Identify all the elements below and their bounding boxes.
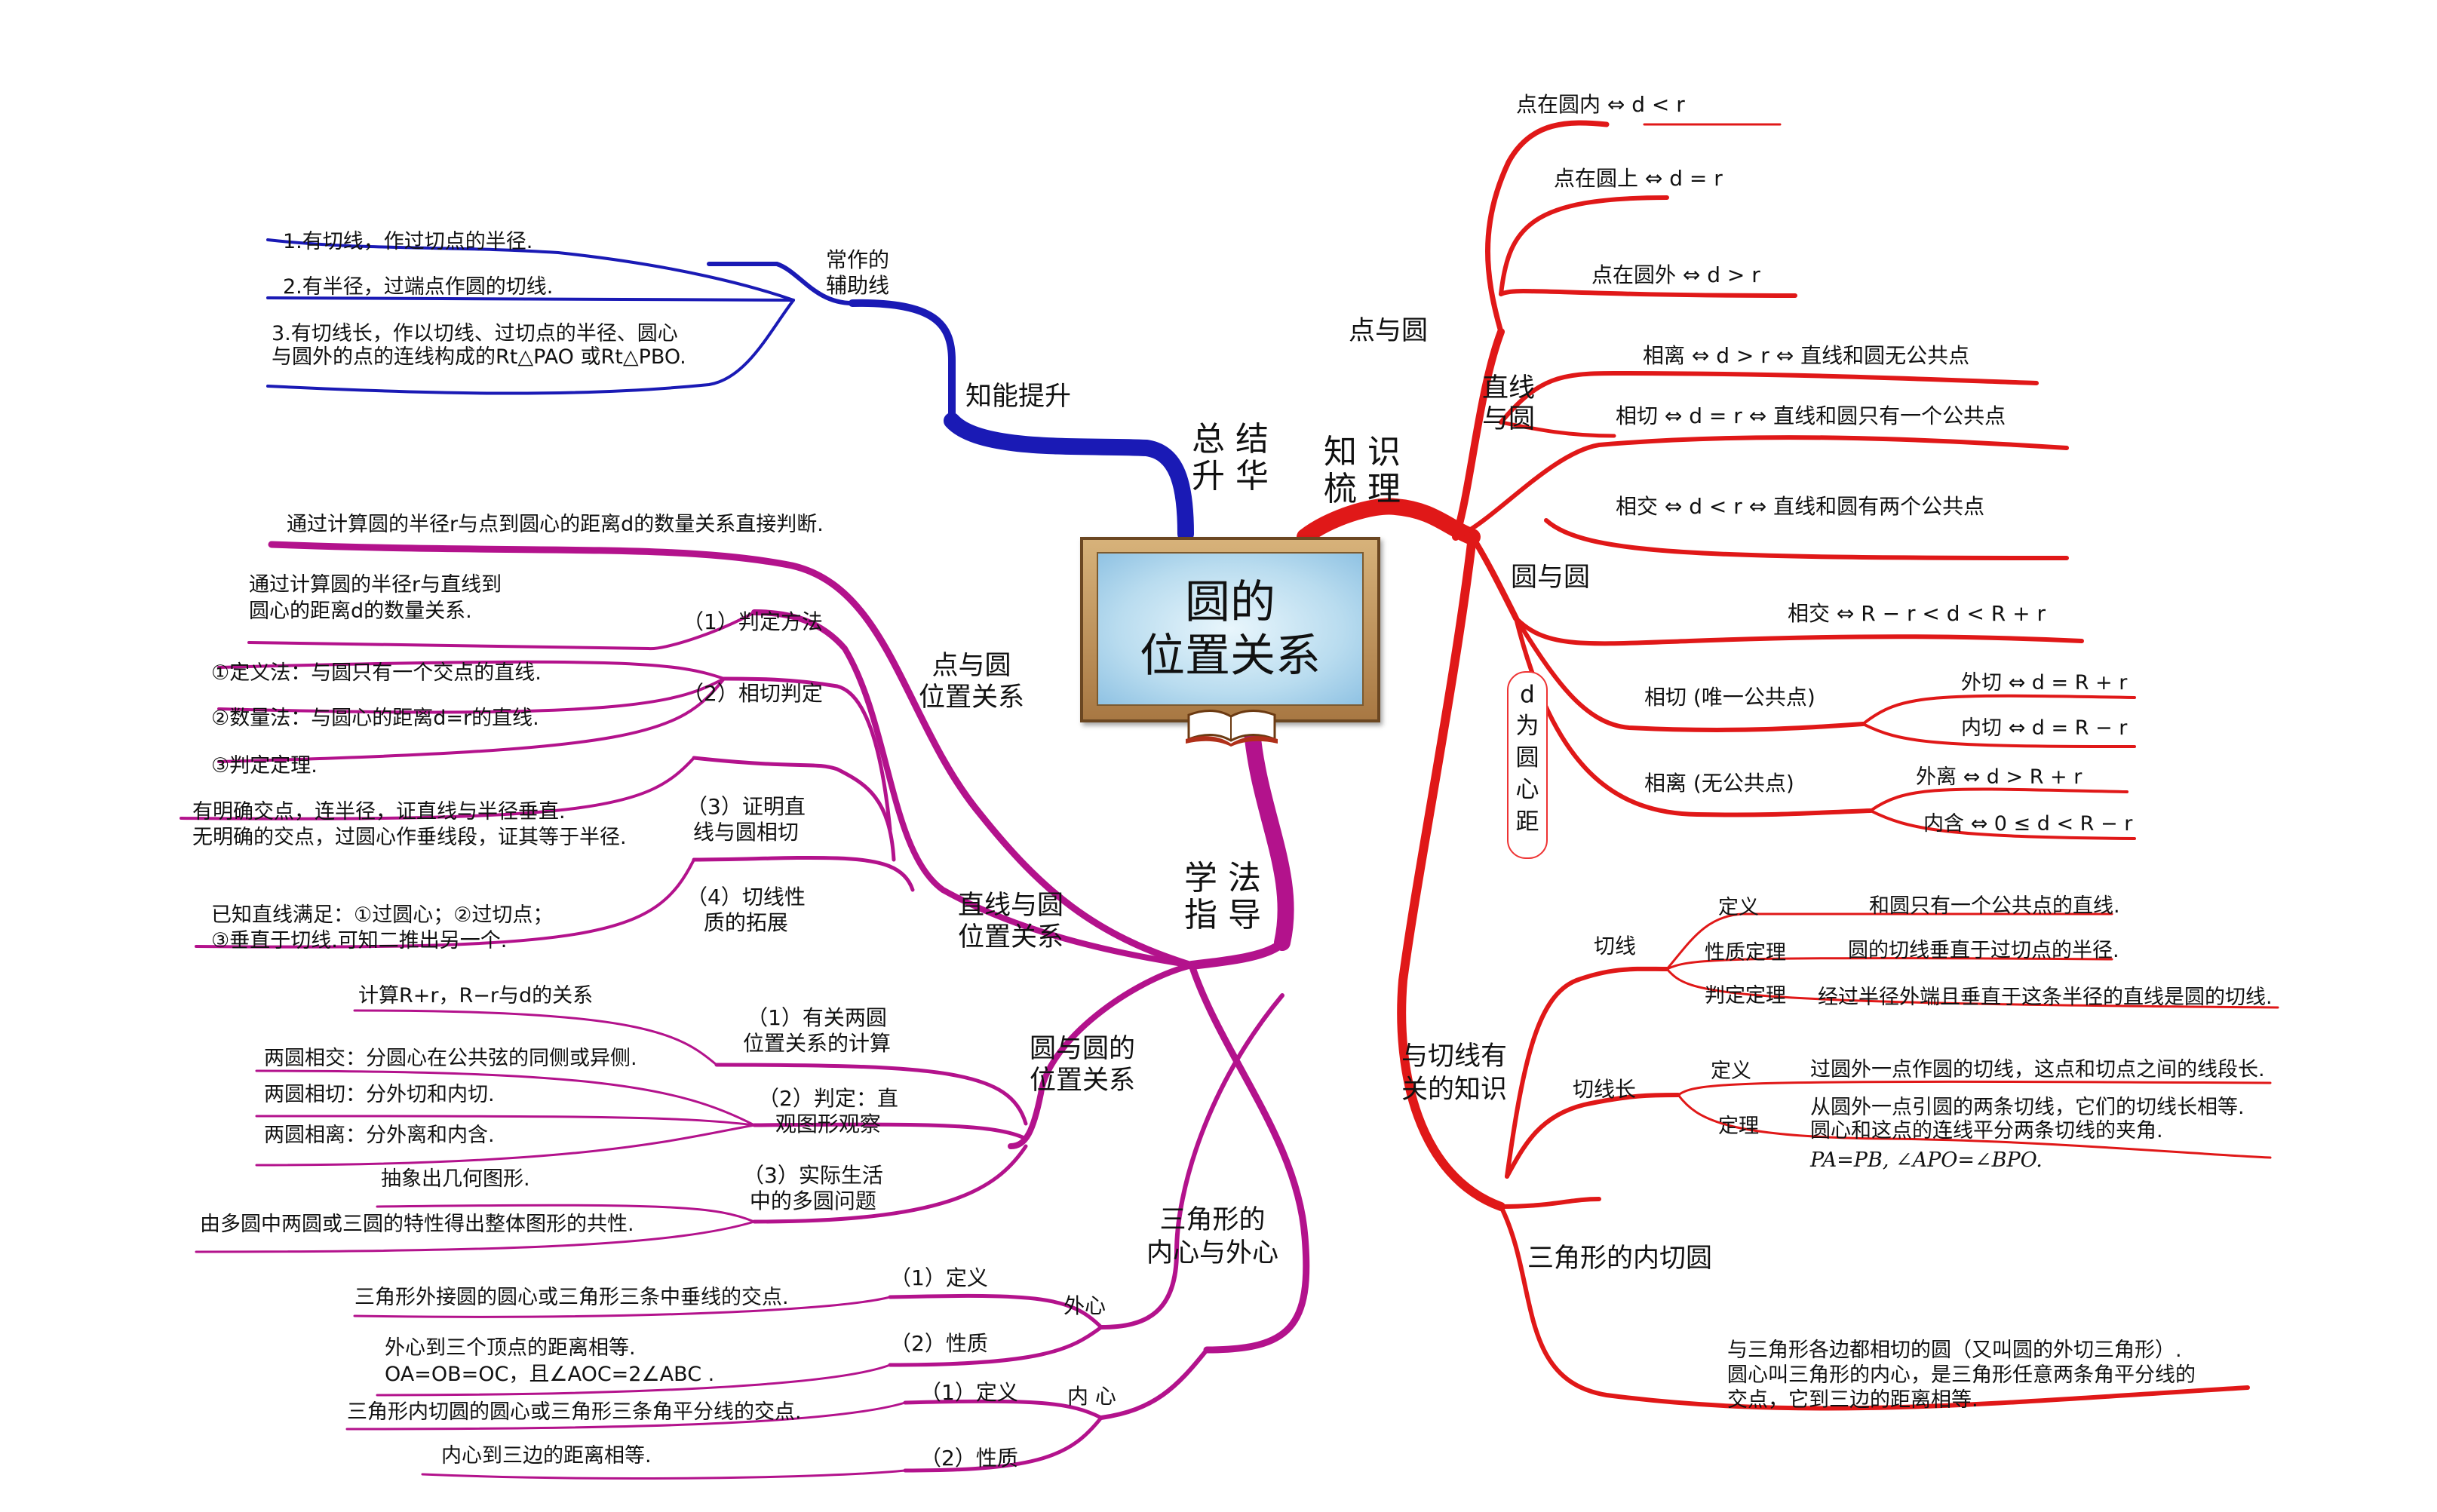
branch-knowledge-label: 知 识 梳 理 xyxy=(1324,433,1401,509)
mag-tri-inner: 内 心 xyxy=(1067,1384,1116,1409)
red-pc-item-3: 点在圆外 ⇔ d > r xyxy=(1591,262,1760,287)
mag-tri-o2: （2）性质 xyxy=(890,1331,988,1356)
mag-tri-o1-text: 三角形外接圆的圆心或三角形三条中垂线的交点. xyxy=(355,1286,789,1309)
red-cc-intersect: 相交 ⇔ R − r < d < R + r xyxy=(1788,601,2046,626)
mag-tri-o1: （1）定义 xyxy=(890,1265,988,1290)
center-topic-board: 圆的 位置关系 xyxy=(1080,537,1380,722)
red-cc-ext-sep: 外离 ⇔ d > R + r xyxy=(1916,765,2082,789)
blue-item-3: 3.有切线长，作以切线、过切点的半径、圆心 与圆外的点的连线构成的Rt△PAO … xyxy=(272,322,686,370)
mag-lc-title: 直线与圆 位置关系 xyxy=(958,891,1064,952)
mag-cc-m2-item-3: 两圆相离：分外离和内含. xyxy=(264,1124,495,1147)
center-distance-note-text: d 为 圆 心 距 xyxy=(1515,681,1539,836)
red-tan-tangent-line: 切线 xyxy=(1594,934,1637,958)
red-cc-title: 圆与圆 xyxy=(1511,563,1591,593)
red-cc-ext-tangent: 外切 ⇔ d = R + r xyxy=(1961,671,2128,695)
blue-item-2: 2.有半径，过端点作圆的切线. xyxy=(283,275,554,299)
mag-lc-m2: （2）相切判定 xyxy=(683,681,823,706)
mag-lc-m2-item-2: ②数量法：与圆心的距离d=r的直线. xyxy=(211,707,539,730)
red-cc-tangent: 相切 (唯一公共点) xyxy=(1644,685,1815,710)
center-title-line1: 圆的 xyxy=(1185,576,1275,629)
mag-cc-m3: （3）实际生活 中的多圆问题 xyxy=(743,1163,883,1213)
red-tan-def-label: 定义 xyxy=(1718,896,1759,919)
mag-tri-i2-text: 内心到三边的距离相等. xyxy=(441,1444,652,1468)
mag-lc-m1: （1）判定方法 xyxy=(683,609,823,634)
red-lc-item-1: 相离 ⇔ d > r ⇔ 直线和圆无公共点 xyxy=(1643,343,1970,368)
mag-cc-m3-item-2: 由多圆中两圆或三圆的特性得出整体图形的共性. xyxy=(200,1213,634,1236)
mag-tri-i2: （2）性质 xyxy=(920,1446,1018,1471)
mag-lc-m3: （3）证明直 线与圆相切 xyxy=(686,794,806,845)
mag-lc-m4: （4）切线性 质的拓展 xyxy=(686,885,806,935)
red-tan-len-def-label: 定义 xyxy=(1711,1060,1751,1083)
red-tan-len-def-text: 过圆外一点作圆的切线，这点和切点之间的线段长. xyxy=(1810,1058,2265,1081)
red-tan-prop-label: 性质定理 xyxy=(1705,941,1786,965)
red-tan-def-text: 和圆只有一个公共点的直线. xyxy=(1869,894,2120,918)
branch-method-label: 学 法 指 导 xyxy=(1184,859,1261,935)
branch-summary-label: 总 结 升 华 xyxy=(1192,420,1269,496)
mag-cc-m2-item-2: 两圆相切：分外切和内切. xyxy=(264,1083,495,1106)
red-incircle-text: 与三角形各边都相切的圆（又叫圆的外切三角形）. 圆心叫三角形的内心，是三角形任意… xyxy=(1727,1339,2196,1412)
blue-l1-label: 知能提升 xyxy=(965,382,1072,412)
blue-branch-lines xyxy=(266,238,1194,542)
red-cc-separate: 相离 (无公共点) xyxy=(1644,771,1794,796)
mag-pc-title: 点与圆 位置关系 xyxy=(919,651,1025,713)
red-pc-item-1: 点在圆内 ⇔ d < r xyxy=(1516,92,1685,117)
mag-lc-m2-item-3: ③判定定理. xyxy=(211,754,318,777)
red-tan-prop-text: 圆的切线垂直于过切点的半径. xyxy=(1848,939,2119,962)
board-panel: 圆的 位置关系 xyxy=(1097,552,1364,706)
mag-tri-i1-text: 三角形内切圆的圆心或三角形三条角平分线的交点. xyxy=(347,1400,802,1424)
mag-lc-m1-text: 通过计算圆的半径r与直线到 圆心的距离d的数量关系. xyxy=(249,573,502,624)
mag-tri-outer: 外心 xyxy=(1064,1293,1106,1318)
red-lc-item-2: 相切 ⇔ d = r ⇔ 直线和圆只有一个公共点 xyxy=(1616,403,2006,428)
mag-lc-m2-item-1: ①定义法：与圆只有一个交点的直线. xyxy=(211,661,542,685)
mag-cc-m2-item-1: 两圆相交：分圆心在公共弦的同侧或异侧. xyxy=(264,1047,637,1070)
red-tan-title: 与切线有 关的知识 xyxy=(1401,1041,1508,1105)
mag-cc-title: 圆与圆的 位置关系 xyxy=(1030,1034,1136,1096)
mag-tri-o2-text: 外心到三个顶点的距离相等. OA=OB=OC，且∠AOC=2∠ABC . xyxy=(385,1336,715,1387)
red-incircle-title: 三角形的内切圆 xyxy=(1527,1244,1713,1274)
mag-tri-title: 三角形的 内心与外心 xyxy=(1146,1205,1279,1268)
blue-l2-label: 常作的 辅助线 xyxy=(826,247,890,298)
red-tan-len-thm-label: 定理 xyxy=(1718,1115,1759,1138)
red-branch-lines xyxy=(1297,120,2279,1411)
mag-pc-text: 通过计算圆的半径r与点到圆心的距离d的数量关系直接判断. xyxy=(287,513,824,536)
red-cc-int-tangent: 内切 ⇔ d = R − r xyxy=(1961,716,2128,740)
blue-item-1: 1.有切线，作过切点的半径. xyxy=(283,230,533,253)
center-topic-title: 圆的 位置关系 xyxy=(1098,576,1362,683)
red-lc-item-3: 相交 ⇔ d < r ⇔ 直线和圆有两个公共点 xyxy=(1616,494,1985,519)
branch-method-title: 学 法 指 导 xyxy=(1184,860,1261,934)
mag-tri-i1: （1）定义 xyxy=(920,1380,1018,1405)
red-tan-len-thm-formula: PA=PB, ∠APO=∠BPO. xyxy=(1810,1149,2043,1172)
red-tan-judge-text: 经过半径外端且垂直于这条半径的直线是圆的切线. xyxy=(1818,986,2273,1009)
red-pc-title: 点与圆 xyxy=(1349,316,1429,346)
red-tan-len-thm-text: 从圆外一点引圆的两条切线，它们的切线长相等. 圆心和这点的连线平分两条切线的夹角… xyxy=(1810,1096,2245,1143)
mag-cc-m1: （1）有关两圆 位置关系的计算 xyxy=(743,1005,892,1056)
mag-cc-m3-item-1: 抽象出几何图形. xyxy=(381,1167,530,1191)
book-icon xyxy=(1186,710,1278,747)
mag-lc-m4-text: 已知直线满足：①过圆心；②过切点； ③垂直于切线.可知二推出另一个. xyxy=(211,903,554,952)
red-tan-length: 切线长 xyxy=(1573,1077,1637,1102)
red-cc-int-sep: 内含 ⇔ 0 ≤ d < R − r xyxy=(1923,812,2133,836)
center-distance-note: d 为 圆 心 距 xyxy=(1507,671,1548,859)
mag-lc-m3-text: 有明确交点，连半径，证直线与半径垂直. 无明确的交点，过圆心作垂线段，证其等于半… xyxy=(192,800,627,849)
mag-cc-m2: （2）判定：直 观图形观察 xyxy=(758,1086,898,1136)
mag-cc-m1-text: 计算R+r，R−r与d的关系 xyxy=(358,984,594,1007)
branch-summary-title: 总 结 升 华 xyxy=(1192,421,1269,495)
magenta-branch-lines xyxy=(180,541,1310,1480)
center-title-line2: 位置关系 xyxy=(1140,629,1321,682)
red-pc-item-2: 点在圆上 ⇔ d = r xyxy=(1554,166,1723,191)
red-lc-title: 直线 与圆 xyxy=(1482,373,1536,435)
red-tan-judge-label: 判定定理 xyxy=(1705,984,1786,1007)
branch-knowledge-title: 知 识 梳 理 xyxy=(1324,434,1401,508)
